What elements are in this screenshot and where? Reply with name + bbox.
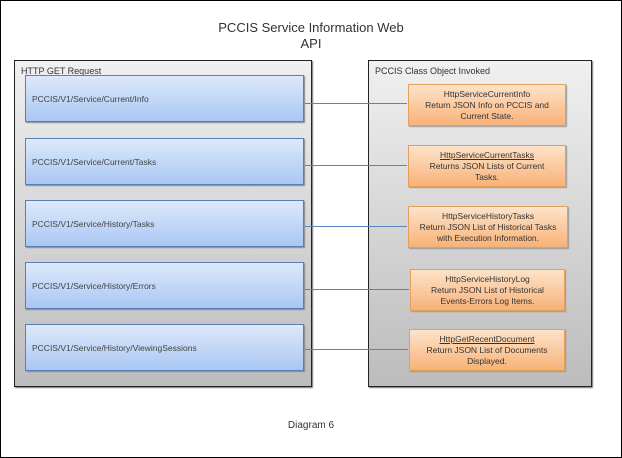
class-desc: Return JSON Info on PCCIS and	[425, 99, 549, 110]
class-desc: Returns JSON Lists of Current	[429, 160, 545, 171]
class-desc: with Execution Information.	[436, 232, 540, 243]
class-desc: Current State.	[460, 110, 514, 121]
request-path: PCCIS/V1/Service/Current/Tasks	[32, 156, 157, 167]
class-object-box: HttpServiceCurrentTasks Returns JSON Lis…	[408, 145, 566, 187]
title-line-2: API	[300, 36, 322, 51]
diagram-caption: Diagram 6	[287, 420, 335, 431]
diagram-title: PCCIS Service Information Web API	[0, 20, 622, 52]
class-desc: Tasks.	[474, 171, 500, 182]
request-box: PCCIS/V1/Service/History/Errors	[25, 262, 304, 309]
connector-line	[305, 165, 407, 166]
request-box: PCCIS/V1/Service/History/ViewingSessions	[25, 324, 304, 371]
class-desc: Return JSON List of Historical	[431, 284, 544, 295]
panel-label: PCCIS Class Object Invoked	[375, 66, 491, 76]
class-object-panel: PCCIS Class Object Invoked HttpServiceCu…	[368, 60, 592, 387]
connector-line	[305, 349, 408, 350]
connector-line	[305, 289, 409, 290]
request-path: PCCIS/V1/Service/History/Tasks	[32, 218, 155, 229]
class-object-box: HttpServiceCurrentInfo Return JSON Info …	[408, 84, 566, 126]
class-name: HttpServiceHistoryTasks	[441, 210, 535, 221]
class-name: HttpServiceCurrentInfo	[443, 88, 531, 99]
class-object-box: HttpGetRecentDocument Return JSON List o…	[409, 329, 565, 371]
class-desc: Return JSON List of Documents	[426, 344, 548, 355]
connector-line	[305, 226, 407, 227]
class-desc: Return JSON List of Historical Tasks	[419, 221, 557, 232]
request-box: PCCIS/V1/Service/Current/Tasks	[25, 138, 304, 185]
class-desc: Displayed.	[467, 355, 507, 366]
request-box: PCCIS/V1/Service/History/Tasks	[25, 200, 304, 247]
class-object-box: HttpServiceHistoryTasks Return JSON List…	[408, 206, 568, 248]
request-path: PCCIS/V1/Service/Current/Info	[32, 93, 149, 104]
title-line-1: PCCIS Service Information Web	[218, 20, 404, 35]
class-desc: Events-Errors Log Items.	[440, 295, 535, 306]
http-get-request-panel: HTTP GET Request PCCIS/V1/Service/Curren…	[14, 60, 312, 387]
class-object-box: HttpServiceHistoryLog Return JSON List o…	[410, 269, 565, 311]
request-path: PCCIS/V1/Service/History/ViewingSessions	[32, 342, 197, 353]
class-name: HttpServiceHistoryLog	[445, 273, 530, 284]
class-name: HttpServiceCurrentTasks	[439, 149, 534, 160]
request-path: PCCIS/V1/Service/History/Errors	[32, 280, 156, 291]
panel-label: HTTP GET Request	[21, 66, 102, 76]
connector-line	[305, 103, 407, 104]
class-name: HttpGetRecentDocument	[439, 333, 535, 344]
request-box: PCCIS/V1/Service/Current/Info	[25, 75, 304, 122]
